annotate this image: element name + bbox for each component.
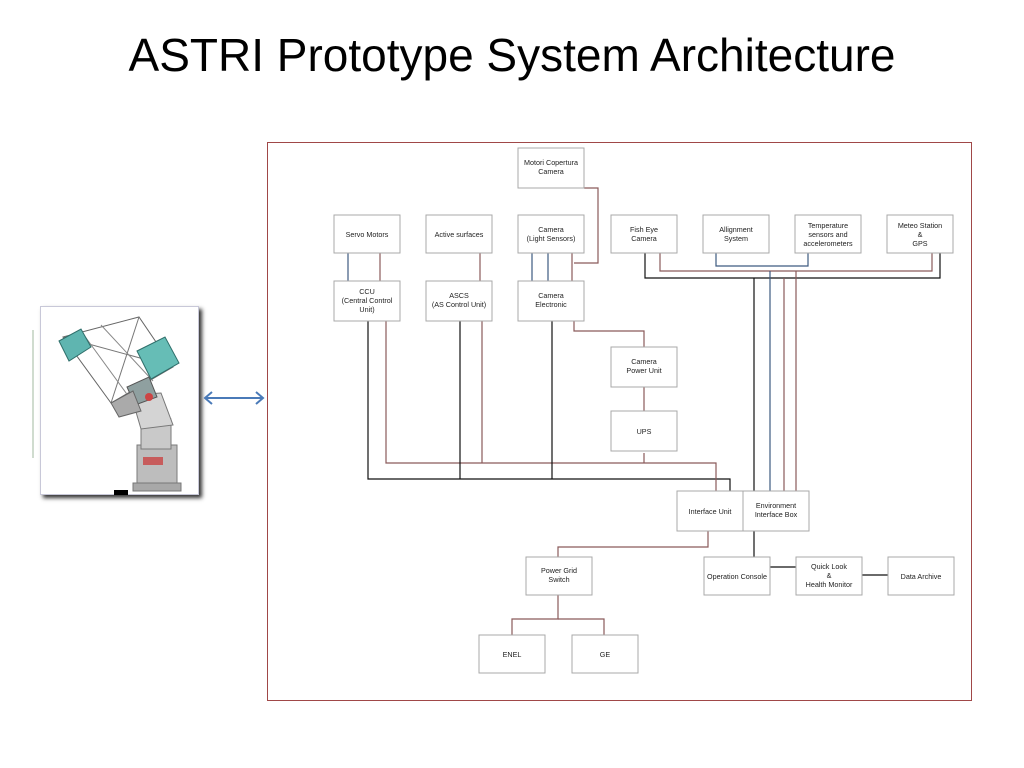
svg-text:Camera: Camera <box>538 291 564 300</box>
node-meteo-station-gps: Meteo Station & GPS <box>886 214 954 254</box>
node-operation-console: Operation Console <box>703 556 771 596</box>
svg-text:Interface Box: Interface Box <box>755 510 798 519</box>
svg-text:Quick Look: Quick Look <box>811 562 847 571</box>
node-motori-copertura: Motori Copertura Camera <box>517 147 585 189</box>
node-ascs: ASCS (AS Control Unit) <box>425 280 493 322</box>
svg-text:Camera: Camera <box>538 225 564 234</box>
node-servo-motors: Servo Motors <box>333 214 401 254</box>
svg-text:System: System <box>724 234 748 243</box>
svg-text:Camera: Camera <box>631 357 657 366</box>
node-camera-light-sensors: Camera (Light Sensors) <box>517 214 585 254</box>
svg-text:GPS: GPS <box>912 239 927 248</box>
svg-text:Servo Motors: Servo Motors <box>346 230 389 239</box>
decorative-line <box>32 330 34 458</box>
svg-text:Camera: Camera <box>631 234 657 243</box>
telescope-drawing <box>58 316 182 492</box>
svg-text:Switch: Switch <box>548 575 569 584</box>
svg-text:Active surfaces: Active surfaces <box>435 230 484 239</box>
svg-text:GE: GE <box>600 650 611 659</box>
slide-title: ASTRI Prototype System Architecture <box>128 29 896 81</box>
node-allignment-system: Allignment System <box>702 214 770 254</box>
tick-mark <box>114 490 128 495</box>
svg-text:Fish Eye: Fish Eye <box>630 225 658 234</box>
node-enel: ENEL <box>478 634 546 674</box>
svg-text:Motori Copertura: Motori Copertura <box>524 158 578 167</box>
svg-text:Temperature: Temperature <box>808 221 848 230</box>
node-fish-eye-camera: Fish Eye Camera <box>610 214 678 254</box>
node-ccu: CCU (Central Control Unit) <box>333 280 401 322</box>
node-quick-look-health-monitor: Quick Look & Health Monitor <box>795 556 863 596</box>
node-camera-power-unit: Camera Power Unit <box>610 346 678 388</box>
svg-text:accelerometers: accelerometers <box>803 239 853 248</box>
svg-text:ASCS: ASCS <box>449 291 469 300</box>
svg-text:Data Archive: Data Archive <box>901 572 942 581</box>
node-camera-electronic: Camera Electronic <box>517 280 585 322</box>
svg-text:Environment: Environment <box>756 501 796 510</box>
svg-text:&: & <box>918 230 923 239</box>
double-arrow-icon <box>203 391 265 405</box>
svg-text:ENEL: ENEL <box>503 650 522 659</box>
node-power-grid-switch: Power Grid Switch <box>525 556 593 596</box>
node-active-surfaces: Active surfaces <box>425 214 493 254</box>
svg-text:Camera: Camera <box>538 167 564 176</box>
node-temperature-sensors: Temperature sensors and accelerometers <box>794 214 862 254</box>
svg-text:sensors and: sensors and <box>808 230 847 239</box>
svg-text:Power Unit: Power Unit <box>626 366 661 375</box>
svg-text:Allignment: Allignment <box>719 225 753 234</box>
telescope-image <box>40 306 199 495</box>
wires <box>347 187 941 635</box>
svg-text:Interface Unit: Interface Unit <box>689 507 732 516</box>
svg-text:Power Grid: Power Grid <box>541 566 577 575</box>
node-ge: GE <box>571 634 639 674</box>
svg-text:&: & <box>827 571 832 580</box>
svg-text:(Central Control: (Central Control <box>342 296 393 305</box>
svg-text:CCU: CCU <box>359 287 375 296</box>
svg-text:Unit): Unit) <box>359 305 374 314</box>
architecture-diagram: Motori Copertura Camera Servo Motors Act… <box>267 142 972 701</box>
node-environment-interface-box: Environment Interface Box <box>742 490 810 532</box>
node-interface-unit: Interface Unit <box>676 490 744 532</box>
node-ups: UPS <box>610 410 678 452</box>
svg-text:(Light Sensors): (Light Sensors) <box>527 234 576 243</box>
diagram-canvas: Motori Copertura Camera Servo Motors Act… <box>333 147 955 674</box>
svg-text:Meteo Station: Meteo Station <box>898 221 942 230</box>
svg-text:Operation Console: Operation Console <box>707 572 767 581</box>
svg-text:(AS Control Unit): (AS Control Unit) <box>432 300 486 309</box>
svg-text:UPS: UPS <box>637 427 652 436</box>
node-data-archive: Data Archive <box>887 556 955 596</box>
svg-text:Health Monitor: Health Monitor <box>806 580 853 589</box>
svg-text:Electronic: Electronic <box>535 300 567 309</box>
